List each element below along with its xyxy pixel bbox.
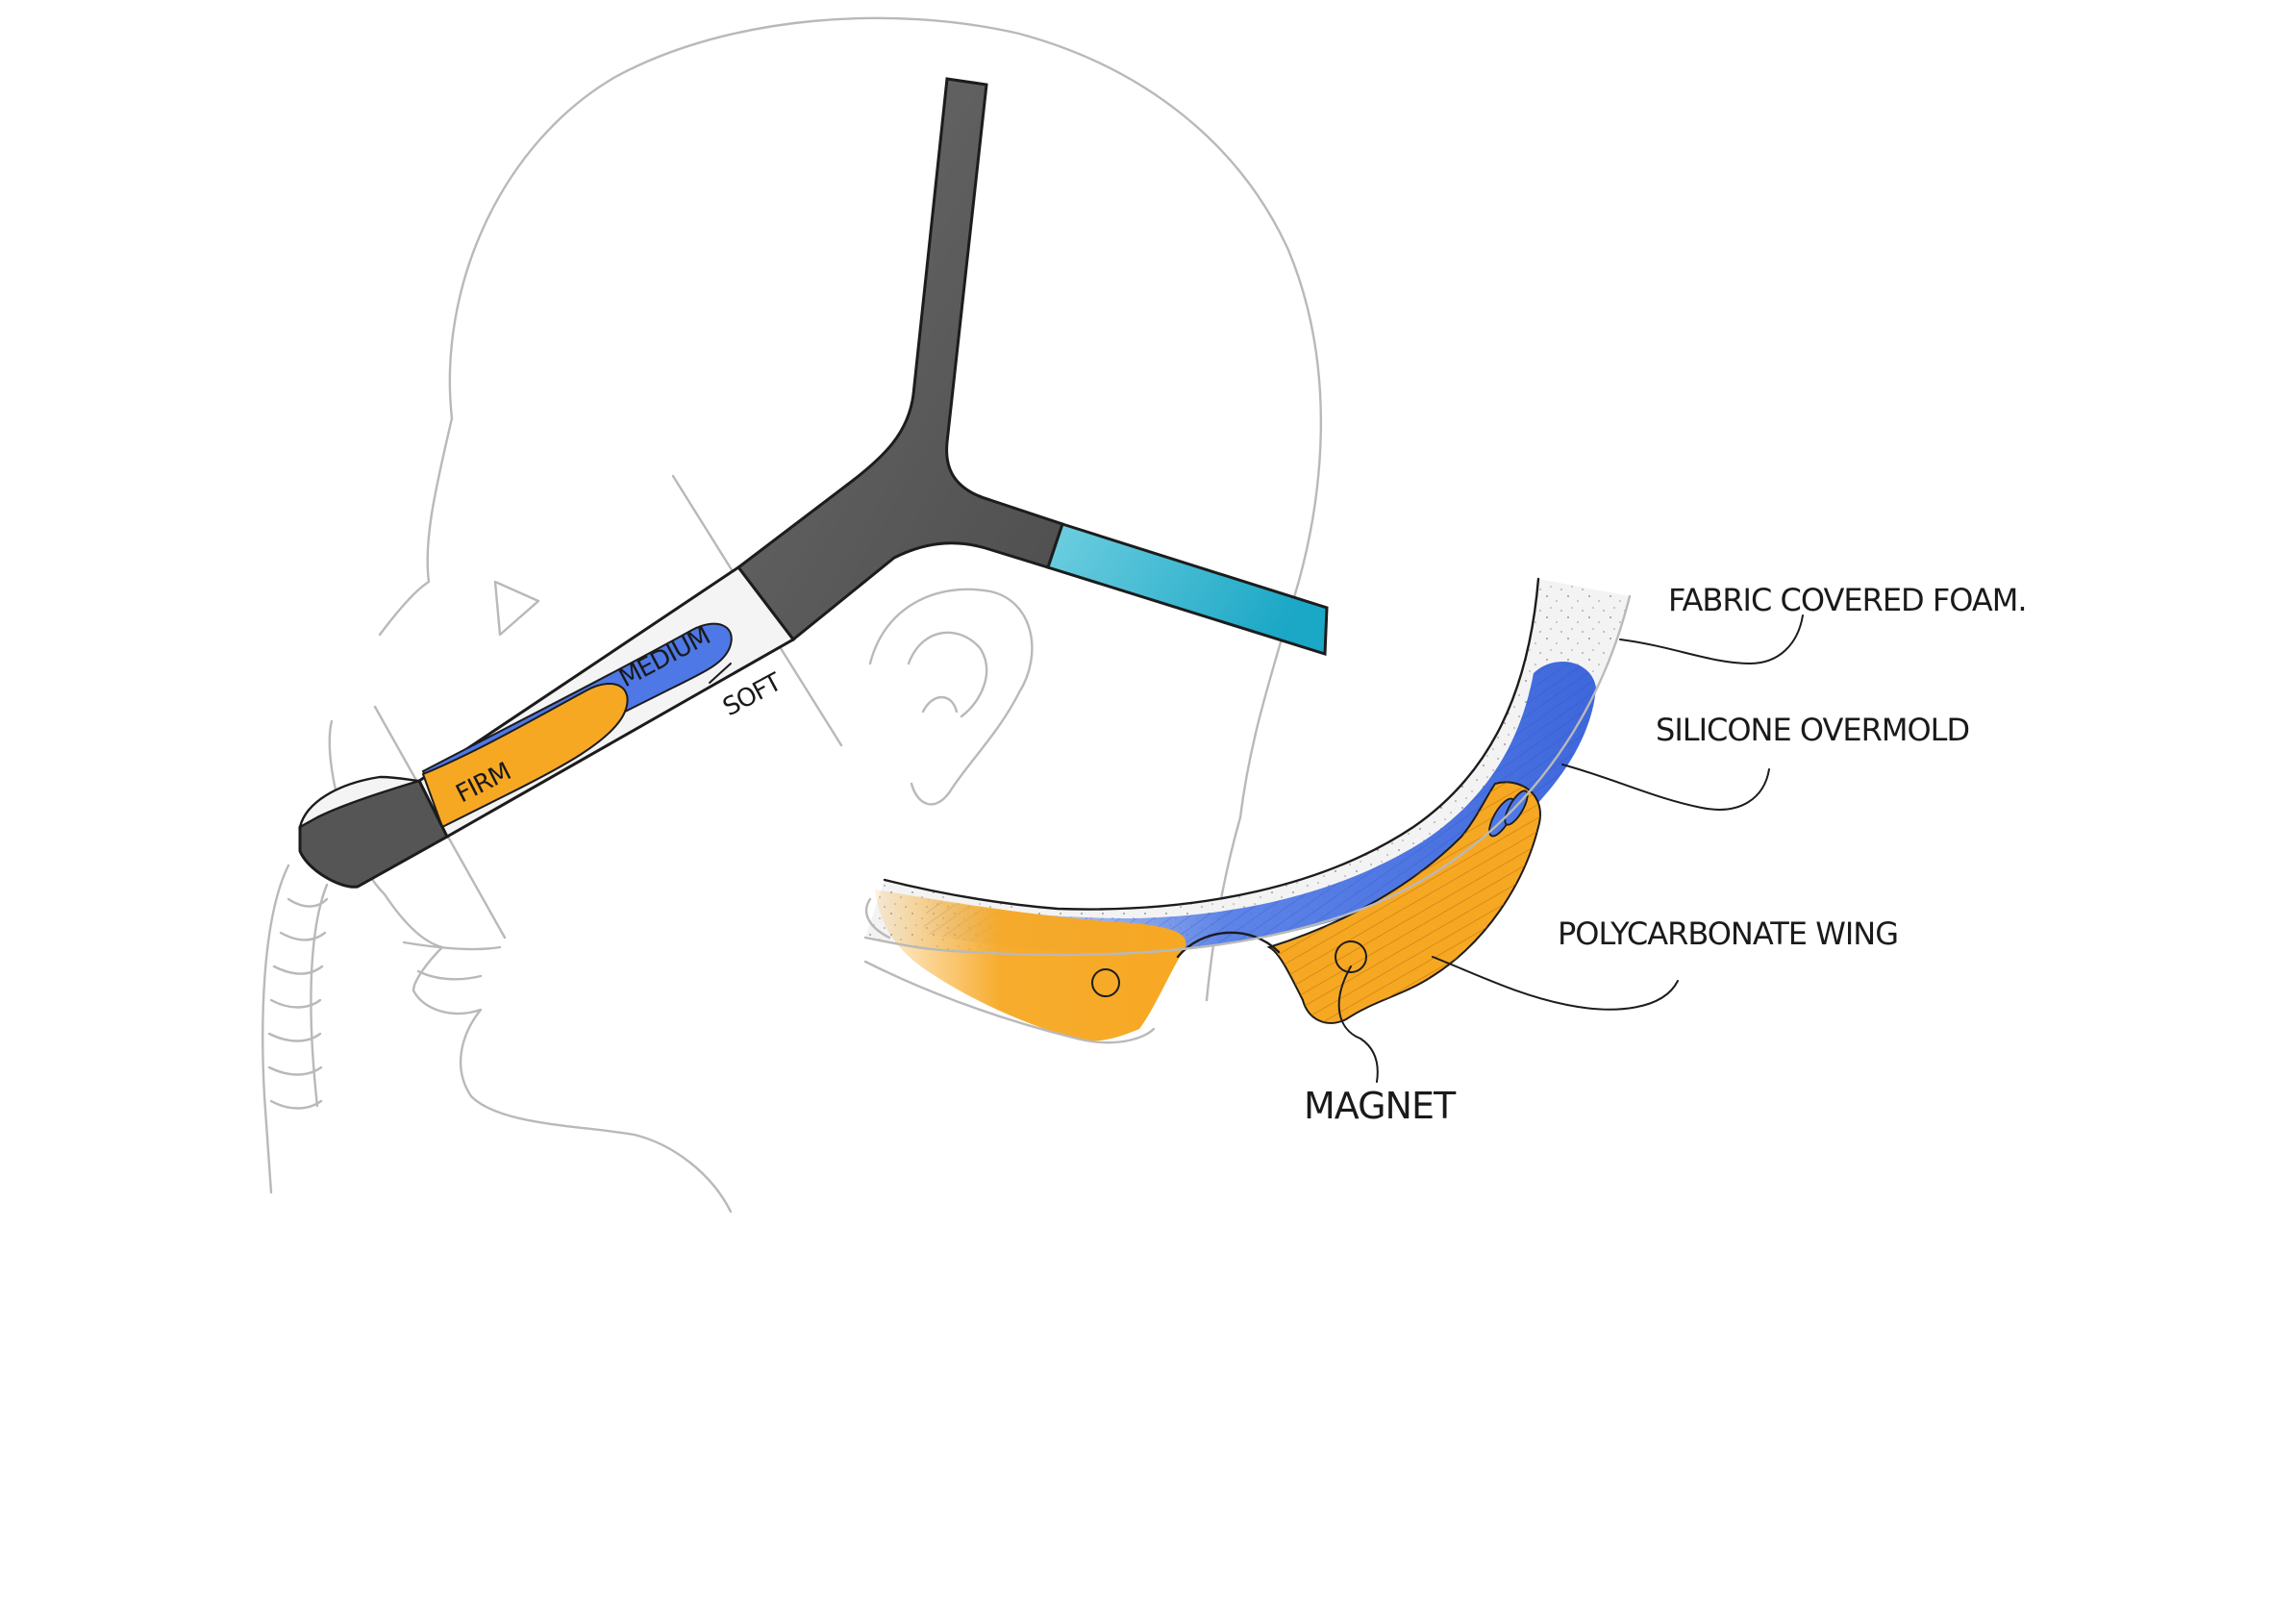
teal-strap xyxy=(1048,524,1327,654)
leader-polycarbonate xyxy=(1433,957,1678,1010)
label-silicone: SILICONE OVERMOLD xyxy=(1656,712,1969,748)
headgear-straps xyxy=(300,79,1327,887)
dark-strap xyxy=(738,79,1062,639)
label-fabric-foam: FABRIC COVERED FOAM. xyxy=(1668,582,2027,618)
label-polycarbonate: POLYCARBONATE WING xyxy=(1558,915,1898,952)
label-magnet: MAGNET xyxy=(1304,1085,1457,1127)
leader-silicone xyxy=(1562,764,1769,810)
leader-fabric-foam xyxy=(1620,615,1803,664)
